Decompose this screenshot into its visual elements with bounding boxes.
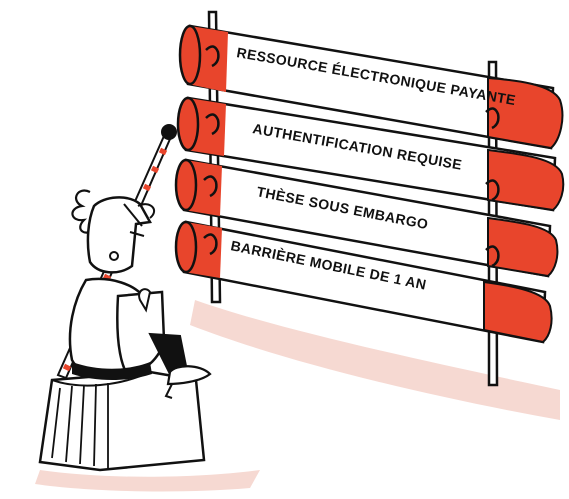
ground-shadow xyxy=(35,300,560,492)
sign-board-2: AUTHENTIFICATION REQUISE xyxy=(176,96,565,212)
sign-board-3: THÈSE SOUS EMBARGO xyxy=(174,158,559,278)
knight-figure xyxy=(68,189,212,399)
book-icon xyxy=(38,370,206,472)
post-hooks xyxy=(203,45,500,268)
